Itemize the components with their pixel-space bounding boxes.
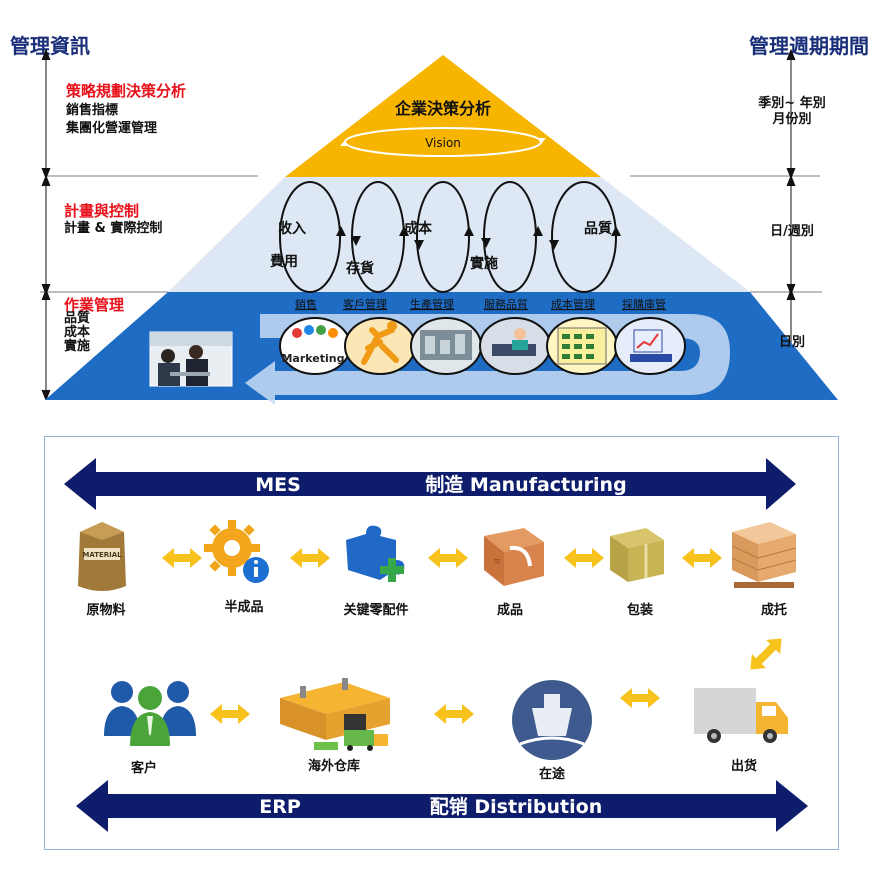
cycle-label-quality: 品質: [584, 220, 612, 237]
strategy-item-2: 集團化營運管理: [66, 121, 158, 136]
module-circle-sales: [279, 317, 351, 375]
material-tag: MATERIAL: [82, 551, 122, 559]
cycle-arrowheads: [336, 226, 621, 250]
pyramid-diagram: 企業決策分析 Vision 收入 費用 存貨 成本 實施 品質 銷售 客戶管理 …: [40, 48, 838, 408]
operation-item-1: 品質: [64, 311, 91, 326]
running-figure-icon: [361, 321, 399, 365]
module-label-purchase: 採購庫管: [622, 297, 666, 311]
planning-title: 計畫與控制: [64, 202, 140, 220]
cycle-label-implement: 實施: [470, 255, 498, 272]
connector-2: [290, 548, 330, 568]
node-label-semi-finished: 半成品: [224, 599, 263, 615]
cycle-label-fee: 費用: [270, 253, 298, 270]
pyramid-middle-band: [168, 177, 750, 292]
purchase-chart-icon: [630, 329, 672, 362]
connector-diagonal: [750, 638, 782, 670]
service-desk-icon: [492, 328, 536, 356]
connector-6: [210, 704, 250, 724]
delivery-truck-icon: [694, 688, 788, 743]
module-label-service: 服務品質: [484, 297, 528, 311]
manufacturing-banner: [64, 458, 796, 510]
manufacturing-label: 制造 Manufacturing: [425, 473, 626, 496]
puzzle-plus-icon: [346, 525, 405, 582]
period-bottom: 日別: [778, 335, 805, 350]
box-tag: ꕓ: [494, 558, 500, 566]
connector-3: [428, 548, 468, 568]
left-axis-arrows: [41, 48, 51, 402]
cycle-loop-3: [416, 181, 470, 293]
right-title: 管理週期期間: [749, 34, 869, 58]
erp-label: ERP: [259, 796, 301, 818]
node-label-in-transit: 在途: [539, 766, 566, 782]
strategy-title: 策略規劃決策分析: [66, 82, 187, 100]
planning-item-1: 計畫 & 實際控制: [64, 221, 163, 236]
product-box-icon: ꕓ: [484, 528, 544, 586]
node-label-pallet: 成托: [761, 602, 787, 618]
connector-7: [434, 704, 474, 724]
customers-icon: [104, 681, 196, 746]
gear-info-icon: [204, 520, 269, 583]
node-label-finished: 成品: [497, 602, 523, 618]
supply-chain-diagram: MATERIAL ꕓ: [64, 458, 808, 832]
right-axis-arrows: [786, 48, 796, 402]
connector-8: [620, 688, 660, 708]
period-top-1: 季別~ 年別: [758, 96, 826, 111]
ship-transit-icon: [512, 680, 592, 760]
connector-4: [564, 548, 604, 568]
pyramid-apex-band: [285, 55, 601, 177]
module-label-crm: 客戶管理: [343, 297, 387, 311]
period-middle: 日/週別: [770, 224, 814, 239]
node-label-customer: 客户: [131, 760, 157, 776]
cycle-label-income: 收入: [278, 220, 306, 237]
packaging-box-icon: [610, 528, 664, 582]
marketing-word: Marketing: [281, 352, 344, 365]
distribution-banner: [76, 780, 808, 832]
connector-5: [682, 548, 722, 568]
material-bag-icon: MATERIAL: [78, 522, 126, 591]
cycle-loop-4: [483, 181, 537, 293]
cycle-label-inventory: 存貨: [346, 260, 374, 277]
mes-label: MES: [255, 474, 301, 496]
node-label-packaging: 包装: [627, 602, 653, 618]
connector-1: [162, 548, 202, 568]
operation-item-3: 實施: [64, 339, 91, 354]
pallet-stack-icon: [731, 522, 797, 588]
warehouse-icon: [280, 678, 390, 751]
module-label-production: 生產管理: [410, 297, 454, 311]
marketing-people-icon: [292, 325, 338, 338]
strategy-item-1: 銷售指標: [66, 103, 119, 118]
operation-item-2: 成本: [64, 325, 91, 340]
row1-connectors: [162, 548, 722, 568]
cycle-label-cost: 成本: [404, 220, 433, 237]
module-label-cost: 成本管理: [551, 297, 595, 311]
business-photo: [149, 331, 233, 387]
operation-title: 作業管理: [64, 296, 125, 314]
factory-line-icon: [420, 330, 472, 360]
cycle-loop-5: [551, 181, 617, 293]
vision-label: Vision: [425, 136, 461, 150]
module-label-sales: 銷售: [295, 297, 317, 311]
distribution-label: 配销 Distribution: [430, 795, 602, 818]
left-title: 管理資訊: [10, 34, 90, 58]
supply-chain-panel: [44, 436, 839, 850]
node-label-shipment: 出货: [731, 758, 757, 774]
apex-title: 企業決策分析: [394, 99, 491, 118]
cost-spreadsheet-icon: [557, 327, 607, 365]
node-label-raw-material: 原物料: [86, 602, 125, 618]
period-top-2: 月份別: [772, 112, 812, 127]
row2-connectors: [210, 688, 660, 724]
cycle-loop-1: [279, 181, 341, 293]
node-label-overseas-warehouse: 海外仓库: [308, 758, 360, 774]
node-label-key-parts: 关键零配件: [343, 602, 408, 618]
